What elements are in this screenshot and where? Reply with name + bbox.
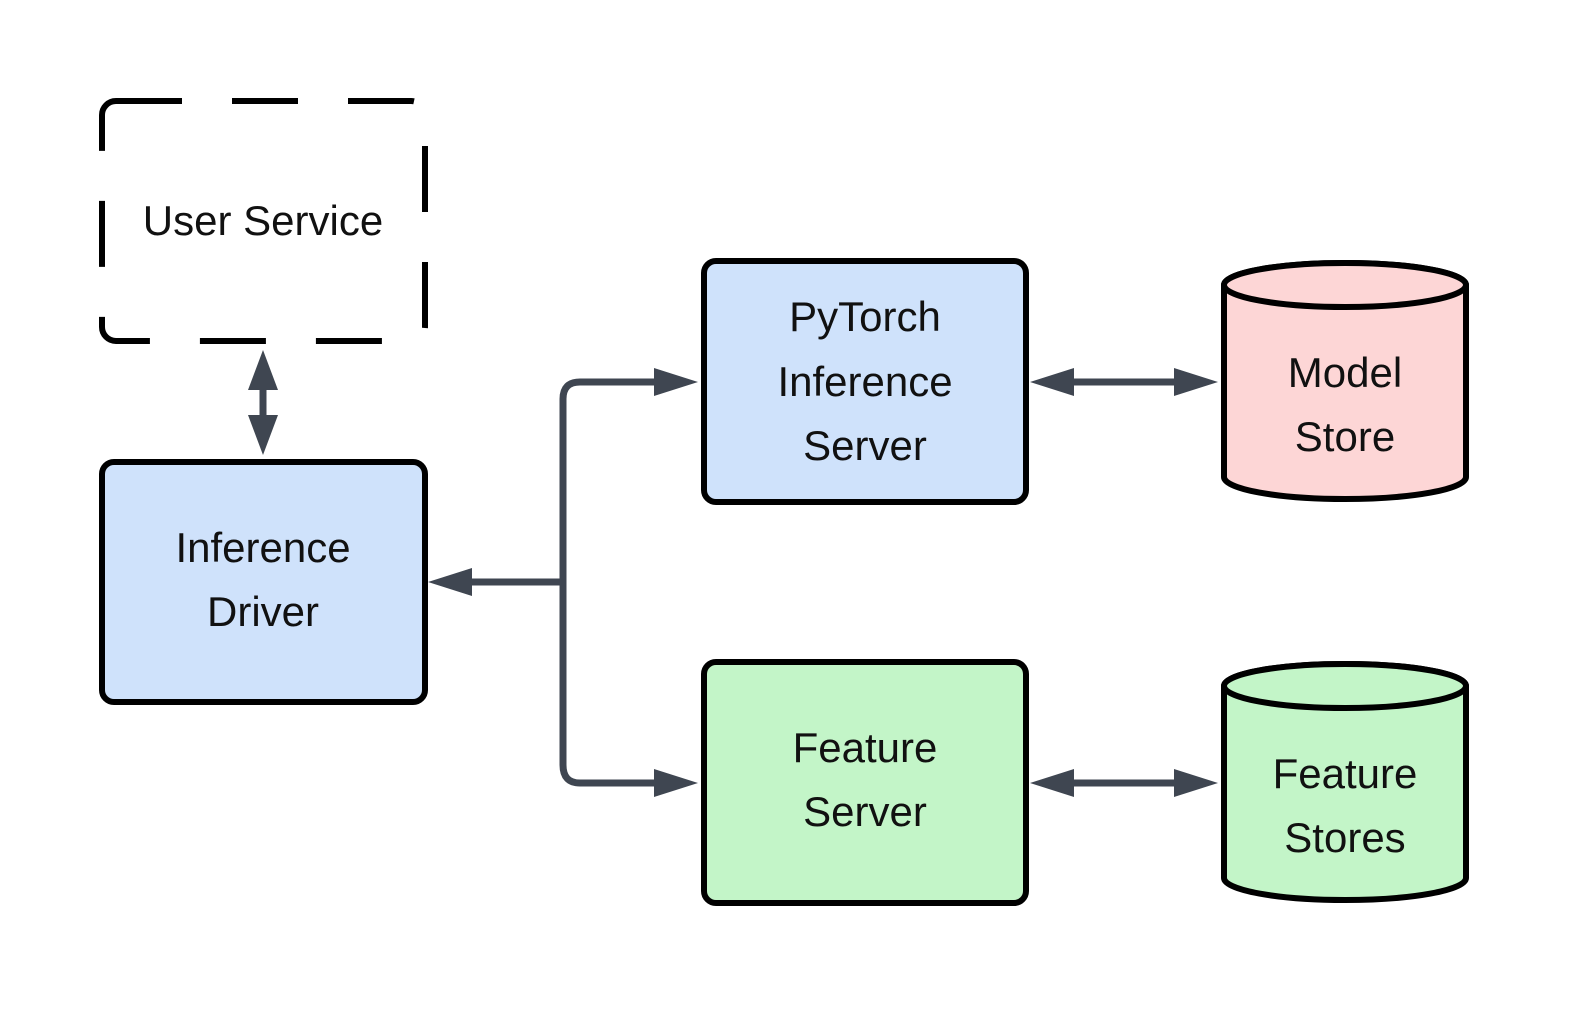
inference-driver-label-line1: Inference: [175, 524, 350, 571]
arrowhead-right-pytorch: [654, 368, 698, 396]
arrowhead-down: [248, 415, 278, 455]
feature-server-box: [701, 659, 1029, 906]
arrowhead-left: [1030, 769, 1074, 797]
arrowhead-right: [1174, 368, 1218, 396]
arrowhead-left-driver: [428, 568, 472, 596]
model-store-label-line1: Model: [1288, 349, 1402, 396]
arrowhead-right-feature-server: [654, 769, 698, 797]
feature-stores-label-line1: Feature: [1273, 750, 1418, 797]
feature-server-node: Feature Server: [701, 659, 1029, 906]
user-service-label: User Service: [143, 197, 383, 244]
feature-stores-node: Feature Stores: [1221, 661, 1469, 903]
feature-server-label-line1: Feature: [793, 724, 938, 771]
feature-stores-cylinder-top: [1221, 661, 1469, 711]
model-store-node: Model Store: [1221, 260, 1469, 502]
arrowhead-right: [1174, 769, 1218, 797]
feature-stores-label-line2: Stores: [1284, 814, 1405, 861]
edge-pytorch-model-store: [1030, 368, 1218, 396]
pytorch-inference-server-box: [701, 258, 1029, 505]
arrowhead-up: [248, 350, 278, 390]
model-store-label-line2: Store: [1295, 413, 1395, 460]
model-store-cylinder-top: [1221, 260, 1469, 310]
edge-user-service-inference-driver: [248, 350, 278, 455]
inference-driver-label-line2: Driver: [207, 588, 319, 635]
pytorch-server-label-line3: Server: [803, 422, 927, 469]
arrowhead-left: [1030, 368, 1074, 396]
pytorch-inference-server-node: PyTorch Inference Server: [701, 258, 1029, 505]
user-service-node: User Service: [99, 98, 428, 344]
pytorch-server-label-line1: PyTorch: [789, 293, 941, 340]
inference-driver-node: Inference Driver: [99, 459, 428, 705]
feature-server-label-line2: Server: [803, 788, 927, 835]
pytorch-server-label-line2: Inference: [777, 358, 952, 405]
edge-inference-driver-branches: [428, 368, 698, 797]
inference-driver-box: [99, 459, 428, 705]
edge-feature-server-feature-stores: [1030, 769, 1218, 797]
